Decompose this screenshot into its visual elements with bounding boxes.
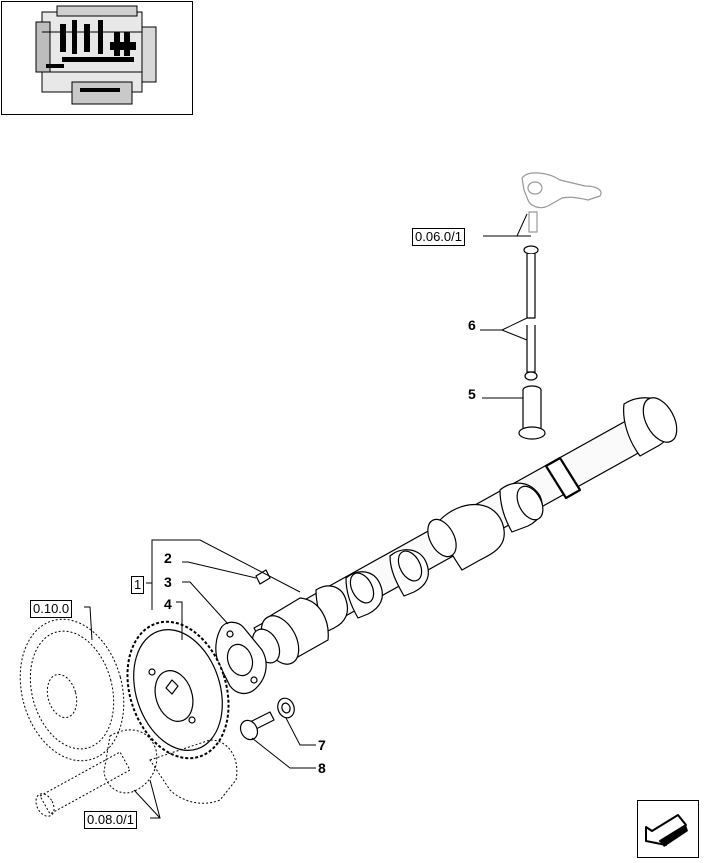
rocker-arm — [521, 172, 602, 233]
part-number-5[interactable]: 5 — [468, 386, 476, 402]
camshaft — [251, 397, 678, 665]
leader-0.10.0 — [84, 606, 93, 641]
ref-valve-gear-label[interactable]: 0.06.0/1 — [412, 228, 465, 246]
part-number-7[interactable]: 7 — [318, 737, 326, 753]
leader-6 — [480, 317, 528, 331]
key — [255, 569, 271, 585]
leader-4 — [176, 601, 183, 640]
tappet — [518, 385, 546, 440]
engine-thumbnail — [1, 1, 193, 115]
ref-crankshaft-label[interactable]: 0.08.0/1 — [84, 811, 137, 829]
timing-gear-ghost — [19, 618, 125, 762]
next-page-arrow-icon — [645, 814, 688, 847]
leader-3 — [182, 581, 229, 625]
screw — [239, 711, 275, 741]
leader-2 — [182, 561, 257, 579]
washer — [277, 697, 295, 719]
part-number-2[interactable]: 2 — [164, 550, 172, 566]
camshaft-gear — [126, 620, 230, 760]
thrust-plate — [215, 621, 267, 695]
leader-group-1 — [146, 539, 301, 593]
part-number-4[interactable]: 4 — [164, 596, 172, 612]
ref-timing-gear-label[interactable]: 0.10.0 — [30, 600, 73, 618]
part-number-1-group[interactable]: 1 — [131, 576, 145, 594]
leader-8 — [251, 737, 316, 769]
push-rod-top-cup — [523, 245, 539, 255]
push-rod — [524, 254, 538, 381]
leader-0.06.0 — [483, 213, 528, 237]
part-number-3[interactable]: 3 — [164, 574, 172, 590]
crankshaft-ghost — [35, 729, 238, 817]
leader-7 — [285, 717, 316, 746]
part-number-8[interactable]: 8 — [318, 760, 326, 776]
engine-thumbnail-icon — [35, 5, 157, 105]
part-number-6[interactable]: 6 — [468, 317, 476, 333]
next-page-button[interactable] — [637, 800, 699, 858]
